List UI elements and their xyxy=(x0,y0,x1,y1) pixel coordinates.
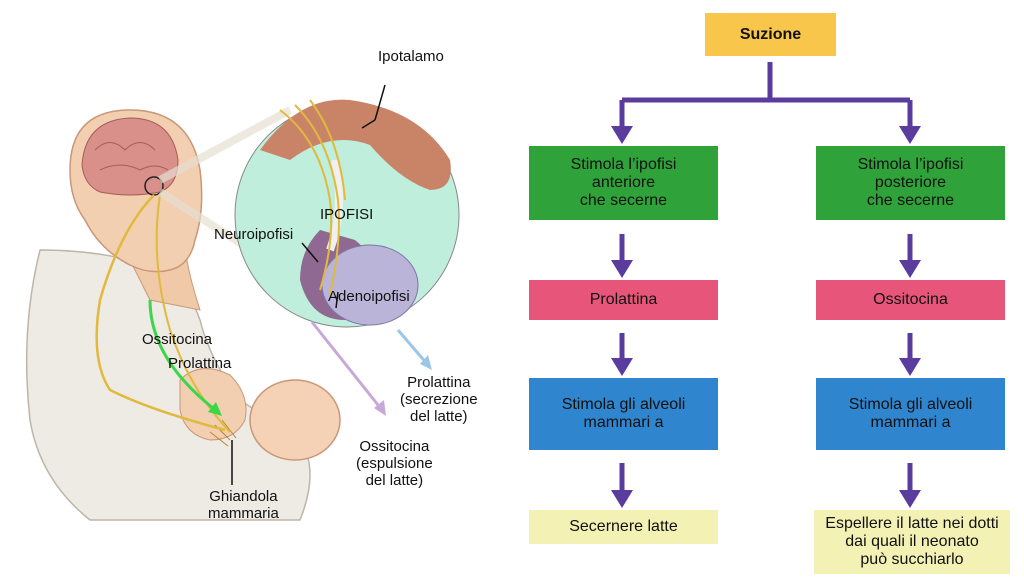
label-ghiandola-mammaria: Ghiandola mammaria xyxy=(208,488,279,522)
label-ossitocina-espulsione: Ossitocina (espulsione del latte) xyxy=(356,438,433,489)
left-step3-box: Stimola gli alveoli mammari a xyxy=(529,378,718,450)
right-hormone-box: Ossitocina xyxy=(816,280,1005,320)
nerve-path xyxy=(95,194,226,432)
left-hormone-box: Prolattina xyxy=(529,280,718,320)
label-prolattina-secrezione: Prolattina (secrezione del latte) xyxy=(400,374,478,425)
label-ossitocina-body: Ossitocina xyxy=(142,331,213,348)
breast xyxy=(179,368,247,441)
right-step1-box: Stimola l’ipofisi posteriore che secerne xyxy=(816,146,1005,220)
label-ipofisi: IPOFISI xyxy=(320,206,374,223)
root-box-suzione: Suzione xyxy=(705,13,836,56)
right-step3-box: Stimola gli alveoli mammari a xyxy=(816,378,1005,450)
left-result-box: Secernere latte xyxy=(529,510,718,544)
brain xyxy=(81,117,179,196)
label-neuroipofisi: Neuroipofisi xyxy=(214,226,294,243)
hormone-arrow xyxy=(148,299,219,414)
label-prolattina-body: Prolattina xyxy=(168,355,232,372)
label-ipotalamo: Ipotalamo xyxy=(378,48,444,65)
lactation-illustration xyxy=(25,84,460,521)
baby-head xyxy=(249,379,341,461)
pituitary-inset xyxy=(234,99,460,328)
right-result-box: Espellere il latte nei dotti dai quali i… xyxy=(814,510,1010,574)
label-adenoipofisi: Adenoipofisi xyxy=(328,288,410,305)
left-step1-box: Stimola l’ipofisi anteriore che secerne xyxy=(529,146,718,220)
